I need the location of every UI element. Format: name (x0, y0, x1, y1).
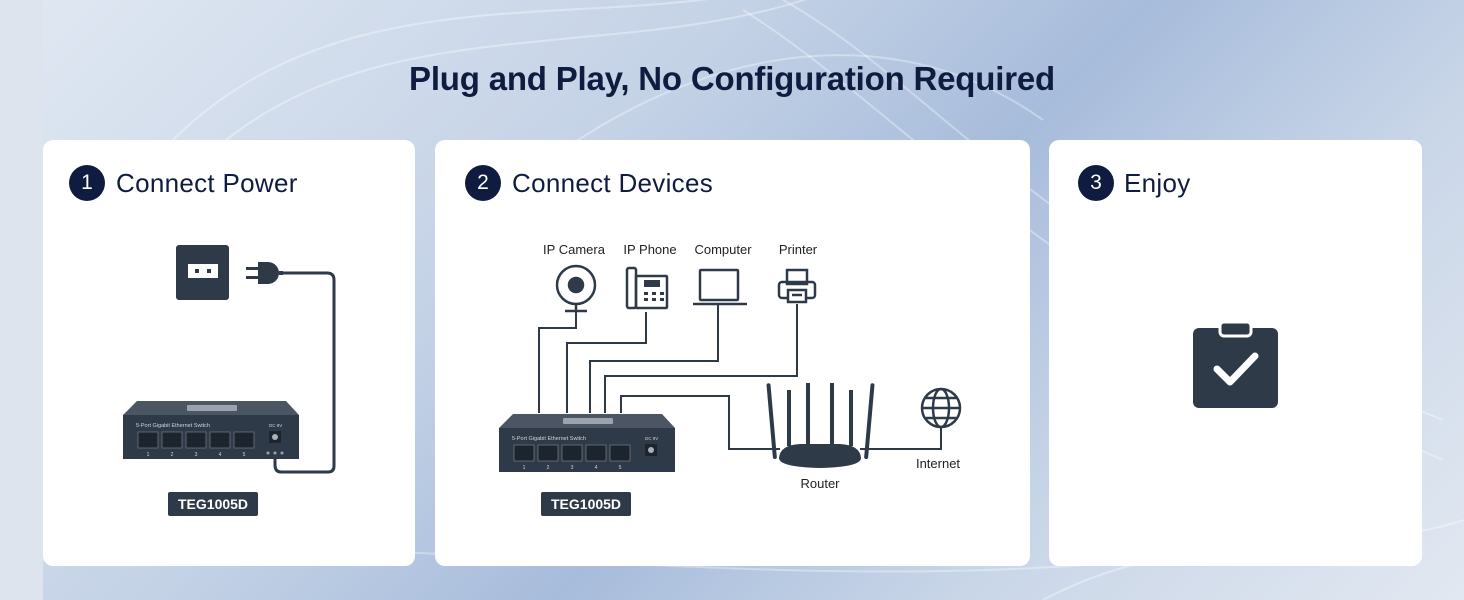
switch-front-label: 5-Port Gigabit Ethernet Switch (136, 423, 210, 429)
router-icon (766, 383, 875, 468)
port-number: 4 (595, 465, 598, 471)
port-number: 1 (523, 465, 526, 471)
switch-front-label: 5-Port Gigabit Ethernet Switch (512, 436, 586, 442)
card-connect-power: 1 Connect Power (43, 140, 415, 566)
port-number: 3 (571, 465, 574, 471)
port-number: 2 (547, 465, 550, 471)
wall-outlet-icon (176, 245, 229, 300)
switch-ports (513, 444, 631, 462)
printer-icon (777, 268, 817, 304)
device-label-ip-camera: IP Camera (543, 242, 605, 257)
laptop-icon (693, 268, 747, 306)
step-3-header: 3 Enjoy (1078, 165, 1191, 201)
step-title: Connect Power (116, 167, 298, 198)
step-title: Enjoy (1124, 167, 1191, 198)
internet-label: Internet (915, 456, 961, 471)
model-badge: TEG1005D (541, 492, 632, 516)
switch-device: 5-Port Gigabit Ethernet Switch DC 9V 1 2… (499, 414, 675, 472)
left-strip (0, 0, 43, 600)
step-number: 2 (465, 165, 501, 201)
switch-device: 5-Port Gigabit Ethernet Switch DC 9V 1 2… (123, 401, 299, 459)
switch-power-label: DC 9V (269, 423, 282, 428)
device-label-computer: Computer (694, 242, 752, 257)
port-number: 2 (171, 452, 174, 458)
network-cables (538, 304, 942, 450)
step-number: 3 (1078, 165, 1114, 201)
step-1-header: 1 Connect Power (69, 165, 298, 201)
switch-ports (137, 431, 255, 449)
router-label: Router (800, 476, 840, 491)
port-number: 3 (195, 452, 198, 458)
port-number: 4 (219, 452, 222, 458)
globe-icon (920, 387, 962, 429)
power-plug-icon (246, 262, 283, 284)
device-label-printer: Printer (778, 242, 818, 257)
desk-phone-icon (625, 266, 669, 310)
port-number: 5 (619, 465, 622, 471)
card-connect-devices: 2 Connect Devices IP Camera IP Phone Com… (435, 140, 1030, 566)
step-number: 1 (69, 165, 105, 201)
step-2-header: 2 Connect Devices (465, 165, 713, 201)
card-enjoy: 3 Enjoy (1049, 140, 1422, 566)
clipboard-check-icon (1193, 320, 1278, 408)
port-number: 5 (243, 452, 246, 458)
headline: Plug and Play, No Configuration Required (409, 60, 1055, 97)
device-label-ip-phone: IP Phone (623, 242, 677, 257)
port-number: 1 (147, 452, 150, 458)
step-title: Connect Devices (512, 167, 714, 198)
model-badge: TEG1005D (168, 492, 259, 516)
switch-power-label: DC 9V (645, 436, 658, 441)
webcam-icon (555, 264, 597, 313)
power-cable (273, 271, 336, 474)
